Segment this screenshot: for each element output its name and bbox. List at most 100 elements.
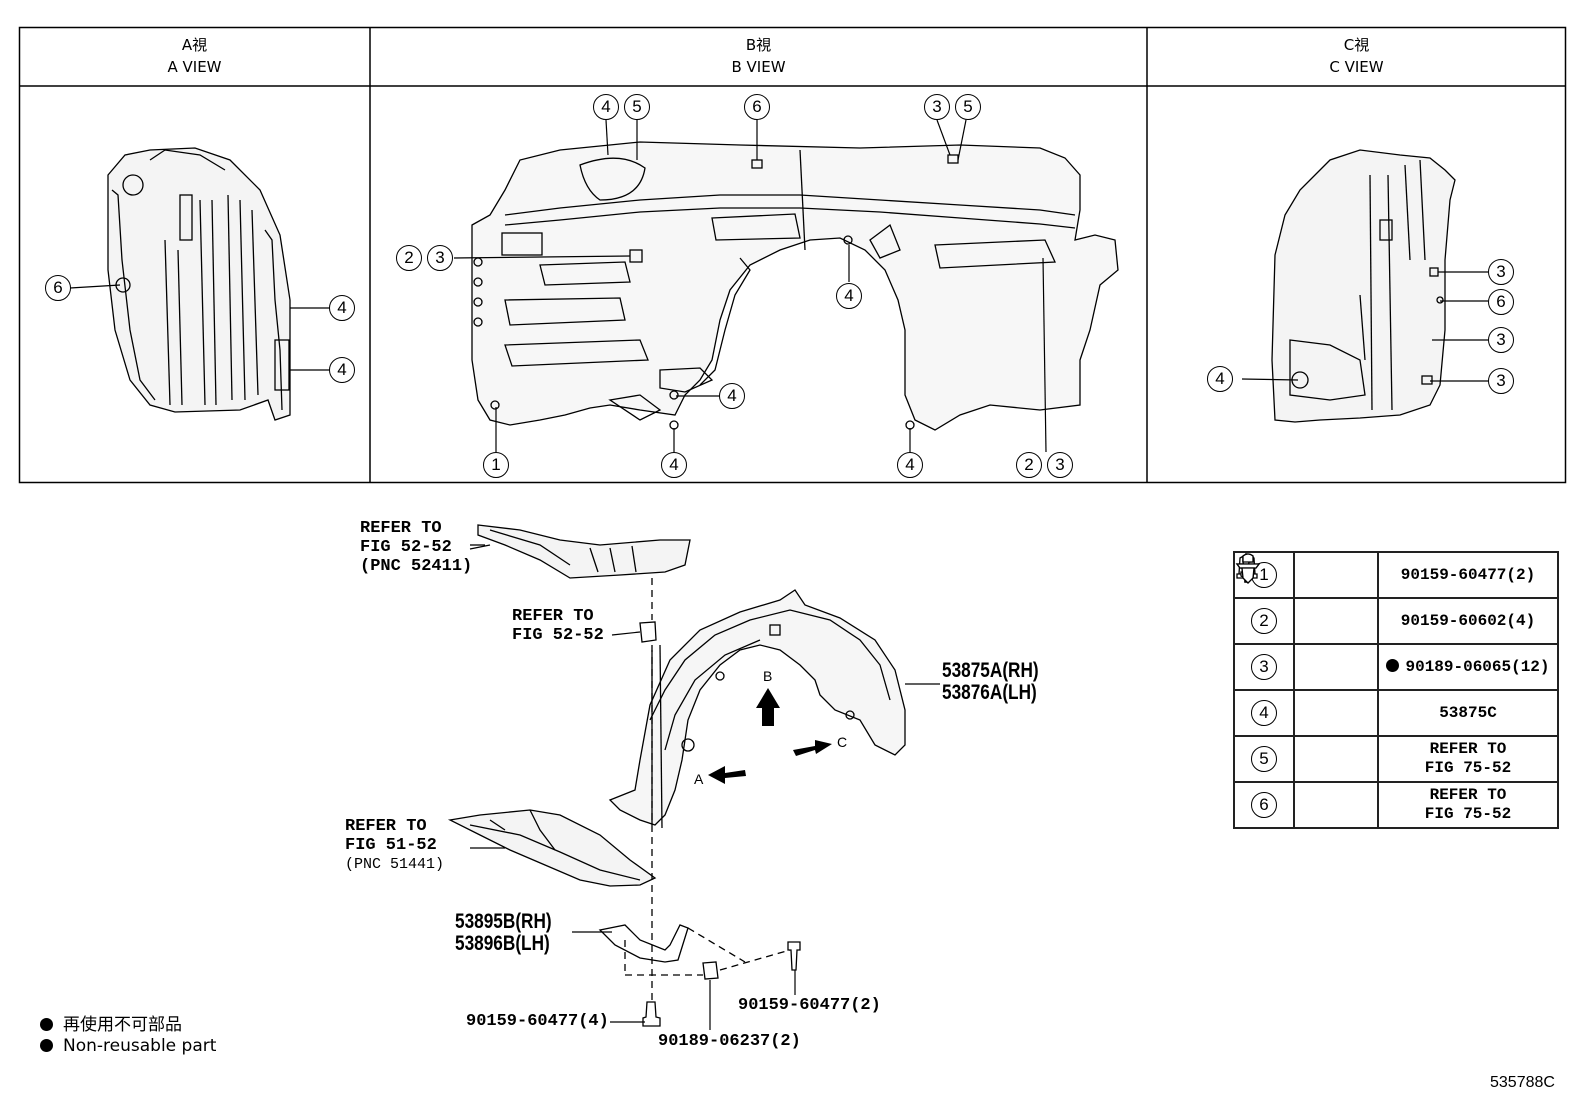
ref-fig-52: REFER TO FIG 52-52 <box>512 607 604 645</box>
fastener-part-number: REFER TO <box>1429 740 1507 758</box>
callout-6: 6 <box>1488 289 1514 315</box>
part-number-seal: 53895B(RH) 53896B(LH) <box>455 911 552 955</box>
fastener-number: 4 <box>1251 700 1277 726</box>
part-seal-lh: 53896B(LH) <box>455 932 550 955</box>
c-view-liner-drawing <box>1271 149 1456 423</box>
callout-5: 5 <box>624 94 650 120</box>
fastener-number: 3 <box>1251 654 1277 680</box>
fastener-number: 5 <box>1251 746 1277 772</box>
callout-4: 4 <box>719 383 745 409</box>
fastener-row: 4 53875C <box>1233 553 1559 737</box>
non-reusable-dot-icon <box>40 1018 53 1031</box>
fastener-icon-cell <box>1240 551 1379 599</box>
fastener-part-number: 90159-60602(4) <box>1400 611 1536 630</box>
view-b-arrow <box>756 688 780 726</box>
part-screw-b: 90159-60477(2) <box>738 996 881 1015</box>
callout-2: 2 <box>1016 452 1042 478</box>
fastener-part-number: 53875C <box>1439 703 1497 722</box>
callout-3: 3 <box>924 94 950 120</box>
fastener-part-ref: FIG 75-52 <box>1424 759 1512 777</box>
fastener-number: 6 <box>1251 792 1277 818</box>
ref-line: REFER TO <box>360 519 442 538</box>
fastener-number-cell: 3 <box>1233 643 1295 691</box>
fastener-number: 2 <box>1251 608 1277 634</box>
ref-line: FIG 52-52 <box>360 538 452 557</box>
ref-line: FIG 52-52 <box>512 626 604 645</box>
view-leader-lines <box>69 119 1488 453</box>
view-b-header: B視 B VIEW <box>370 34 1147 78</box>
fastener-part-cell: 90189-06065(12) <box>1377 643 1559 691</box>
view-a-title-jp: A視 <box>181 36 208 54</box>
callout-2: 2 <box>396 245 422 271</box>
direction-arrows <box>708 688 832 784</box>
fastener-icon-cell <box>1240 552 1379 645</box>
arrow-c-label: C <box>837 734 848 750</box>
view-c-arrow <box>793 740 832 756</box>
fastener-icon-cell <box>1240 552 1379 783</box>
callout-4: 4 <box>661 452 687 478</box>
callout-4: 4 <box>593 94 619 120</box>
callout-3: 3 <box>1047 452 1073 478</box>
fastener-icon-cell <box>1236 553 1379 691</box>
arrow-a-label: A <box>694 771 704 787</box>
callout-3: 3 <box>1488 259 1514 285</box>
fastener-number-cell: 2 <box>1233 597 1295 645</box>
view-a-title-en: A VIEW <box>167 58 222 76</box>
view-a-header: A視 A VIEW <box>19 34 370 78</box>
ref-line: FIG 51-52 <box>345 836 437 855</box>
part-nut: 90189-06237(2) <box>658 1032 801 1051</box>
callout-4: 4 <box>836 283 862 309</box>
view-panel-frame <box>18 26 1567 484</box>
view-c-title-jp: C視 <box>1343 36 1370 54</box>
part-number-liner: 53875A(RH) 53876A(LH) <box>942 660 1039 704</box>
b-view-liner-drawing <box>471 141 1119 431</box>
callout-4: 4 <box>329 357 355 383</box>
legend-en-text: Non-reusable part <box>63 1036 217 1056</box>
fastener-number-cell: 5 <box>1233 735 1295 783</box>
ref-line: REFER TO <box>345 817 427 836</box>
fastener-row: 3 90189-06065(12) <box>1233 553 1559 691</box>
ref-fig-51-pnc: REFER TO FIG 51-52 (PNC 51441) <box>345 817 444 874</box>
fastener-part-number: 90189-06065(12) <box>1405 657 1550 676</box>
part-liner-lh: 53876A(LH) <box>942 681 1037 704</box>
callout-4: 4 <box>1207 366 1233 392</box>
view-b-title-en: B VIEW <box>731 58 786 76</box>
callout-6: 6 <box>744 94 770 120</box>
fastener-part-cell: 90159-60602(4) <box>1377 597 1559 645</box>
ref-line: REFER TO <box>512 607 594 626</box>
callout-5: 5 <box>955 94 981 120</box>
fastener-part-number: 90159-60477(2) <box>1400 565 1536 584</box>
arrow-b-label: B <box>763 668 773 684</box>
fastener-part-cell: 90159-60477(2) <box>1377 551 1559 599</box>
non-reusable-dot-icon <box>40 1039 53 1052</box>
fastener-part-number: REFER TO <box>1429 786 1507 804</box>
fastener-icon-cell <box>1235 553 1379 737</box>
assembly-leader-lines <box>469 544 940 1030</box>
fastener-part-ref: FIG 75-52 <box>1424 805 1512 823</box>
callout-4: 4 <box>897 452 923 478</box>
legend-en: Non-reusable part <box>40 1036 216 1056</box>
part-liner-rh: 53875A(RH) <box>942 659 1039 682</box>
view-c-header: C視 C VIEW <box>1147 34 1566 78</box>
view-a-arrow <box>708 766 746 784</box>
ref-line: (PNC 52411) <box>360 557 473 576</box>
callout-3: 3 <box>1488 368 1514 394</box>
figure-code: 535788C <box>1490 1074 1555 1091</box>
view-c-title-en: C VIEW <box>1329 58 1384 76</box>
callout-3: 3 <box>1488 327 1514 353</box>
fastener-row: 2 90159-60602(4) <box>1233 552 1559 645</box>
fastener-number-cell: 4 <box>1233 689 1295 737</box>
legend-jp-text: 再使用不可部品 <box>63 1015 182 1035</box>
assembly-dashed-lines <box>624 578 791 1002</box>
callout-4: 4 <box>329 295 355 321</box>
callout-1: 1 <box>483 452 509 478</box>
callout-6: 6 <box>45 275 71 301</box>
view-b-title-jp: B視 <box>745 36 772 54</box>
